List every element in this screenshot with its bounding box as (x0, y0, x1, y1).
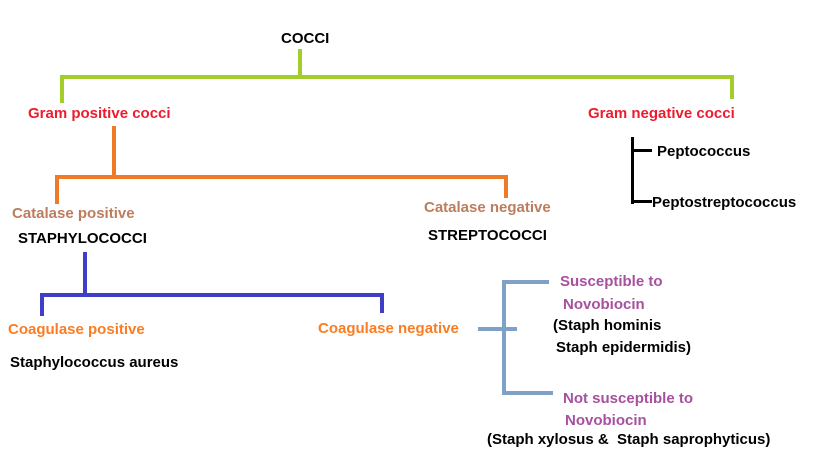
coagulase-positive-drop-line (40, 293, 44, 316)
node-cocci: COCCI (281, 30, 330, 47)
node-catalase-positive: Catalase positive (12, 205, 135, 222)
node-gram-positive-cocci: Gram positive cocci (28, 105, 171, 122)
novobiocin-bracket-vertical-line (502, 280, 506, 395)
node-not-susceptible-line2: Novobiocin (565, 412, 647, 429)
coagulase-negative-connector-line (478, 327, 517, 331)
gram-branch-horizontal-line (60, 75, 734, 79)
node-catalase-negative: Catalase negative (424, 199, 551, 216)
gram-positive-drop-line (60, 75, 64, 103)
node-peptostreptococcus: Peptostreptococcus (652, 194, 797, 211)
node-coagulase-negative: Coagulase negative (318, 320, 459, 337)
gram-positive-stub-line (112, 126, 116, 178)
node-streptococci: STREPTOCOCCI (428, 227, 547, 244)
node-not-susceptible-examples: (Staph xylosus & Staph saprophyticus) (487, 431, 771, 448)
peptococcus-tick-line (631, 149, 652, 152)
node-susceptible-examples-line1: (Staph hominis (553, 317, 662, 334)
gram-negative-drop-line (730, 75, 734, 99)
node-susceptible-line2: Novobiocin (563, 296, 645, 313)
node-staphylococcus-aureus: Staphylococcus aureus (10, 354, 179, 371)
node-staphylococci: STAPHYLOCOCCI (18, 230, 147, 247)
node-susceptible-examples-line2: Staph epidermidis) (556, 339, 692, 356)
catalase-negative-drop-line (504, 175, 508, 198)
coagulase-negative-drop-line (380, 293, 384, 313)
cocci-stub-line (298, 49, 302, 77)
node-coagulase-positive: Coagulase positive (8, 321, 145, 338)
node-susceptible-line1: Susceptible to (560, 273, 663, 290)
peptostreptococcus-tick-line (631, 200, 652, 203)
gram-negative-bracket-vertical-line (631, 137, 634, 204)
susceptible-branch-line (502, 280, 549, 284)
coagulase-branch-horizontal-line (40, 293, 384, 297)
node-peptococcus: Peptococcus (657, 143, 751, 160)
catalase-positive-drop-line (55, 175, 59, 204)
node-not-susceptible-line1: Not susceptible to (563, 390, 694, 407)
not-susceptible-branch-line (502, 391, 553, 395)
catalase-branch-horizontal-line (55, 175, 508, 179)
staphylococci-stub-line (83, 252, 87, 294)
node-gram-negative-cocci: Gram negative cocci (588, 105, 735, 122)
